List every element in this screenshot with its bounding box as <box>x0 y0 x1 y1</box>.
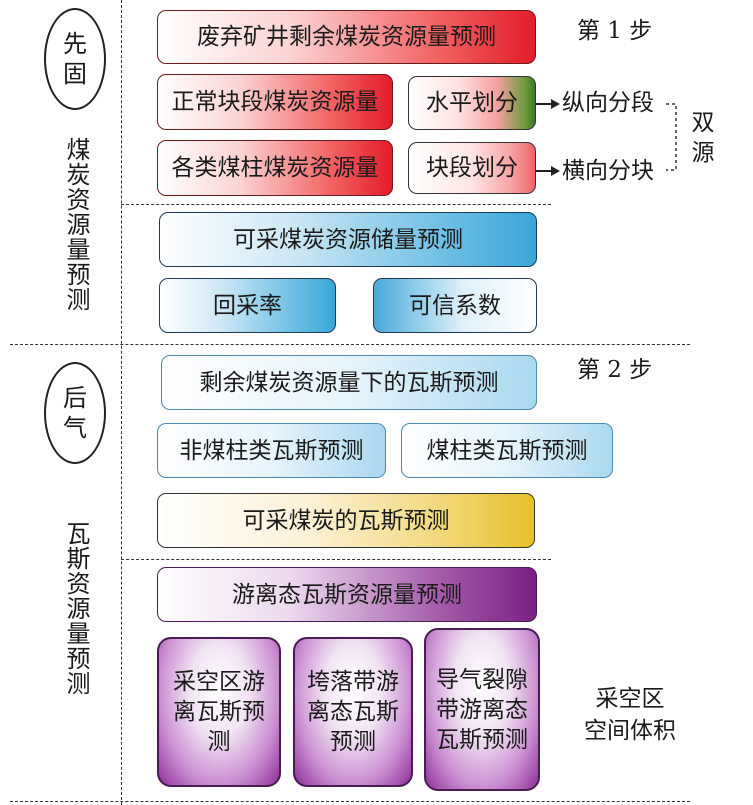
recoverable-coal-prediction-box: 可采煤炭资源储量预测 <box>159 212 537 267</box>
section1-divider <box>121 204 551 205</box>
section3-divider <box>121 559 551 560</box>
caving-zone-gas-box: 垮落带游离态瓦斯预测 <box>293 637 413 787</box>
recoverable-coal-gas-box: 可采煤炭的瓦斯预测 <box>157 493 535 548</box>
confidence-coefficient-box: 可信系数 <box>373 278 537 333</box>
gas-under-remaining-coal-box: 剩余煤炭资源量下的瓦斯预测 <box>161 355 537 410</box>
gas-resource-label: 瓦斯资源量预测 <box>62 520 90 696</box>
horizontal-block-label: 横向分块 <box>562 158 654 184</box>
step-2-label: 第 2 步 <box>577 357 653 383</box>
fracture-zone-gas-box: 导气裂隙带游离态瓦斯预测 <box>424 628 540 791</box>
step-1-label: 第 1 步 <box>577 18 653 44</box>
oval-top-char-2: 固 <box>63 60 87 88</box>
oval-top-char-1: 先 <box>63 30 87 58</box>
horizontal-division-box: 水平划分 <box>408 76 536 130</box>
arrow-to-horizontal-block <box>536 166 560 176</box>
coal-pillar-coal-box: 各类煤柱煤炭资源量 <box>157 140 393 196</box>
pillar-gas-box: 煤柱类瓦斯预测 <box>401 423 613 478</box>
dual-source-char-2: 源 <box>691 140 715 166</box>
goaf-volume-line-1: 采空区 <box>595 686 665 712</box>
oval-then-gas: 后 气 <box>44 362 106 464</box>
normal-block-coal-box: 正常块段煤炭资源量 <box>157 74 393 130</box>
oval-bottom-char-1: 后 <box>63 384 87 412</box>
coal-resource-label: 煤炭资源量预测 <box>62 137 90 312</box>
waste-mine-coal-prediction-box: 废弃矿井剩余煤炭资源量预测 <box>157 10 536 64</box>
bottom-border <box>10 801 690 802</box>
goaf-volume-label: 采空区 空间体积 <box>575 683 685 747</box>
dual-source-char-1: 双 <box>691 110 715 136</box>
block-division-box: 块段划分 <box>408 142 536 194</box>
free-gas-prediction-box: 游离态瓦斯资源量预测 <box>157 567 537 622</box>
dual-source-label: 双 源 <box>688 108 718 168</box>
goaf-volume-line-2: 空间体积 <box>584 718 676 744</box>
phase-divider <box>10 344 690 345</box>
left-divider <box>121 0 122 805</box>
arrow-to-vertical-segment <box>536 99 560 109</box>
dual-source-bracket <box>666 103 677 171</box>
oval-bottom-char-2: 气 <box>63 414 87 442</box>
oval-first-solid: 先 固 <box>44 8 106 110</box>
recovery-rate-box: 回采率 <box>159 278 336 333</box>
vertical-segment-label: 纵向分段 <box>562 90 654 116</box>
non-pillar-gas-box: 非煤柱类瓦斯预测 <box>157 423 386 478</box>
goaf-free-gas-box: 采空区游离瓦斯预测 <box>157 637 281 787</box>
